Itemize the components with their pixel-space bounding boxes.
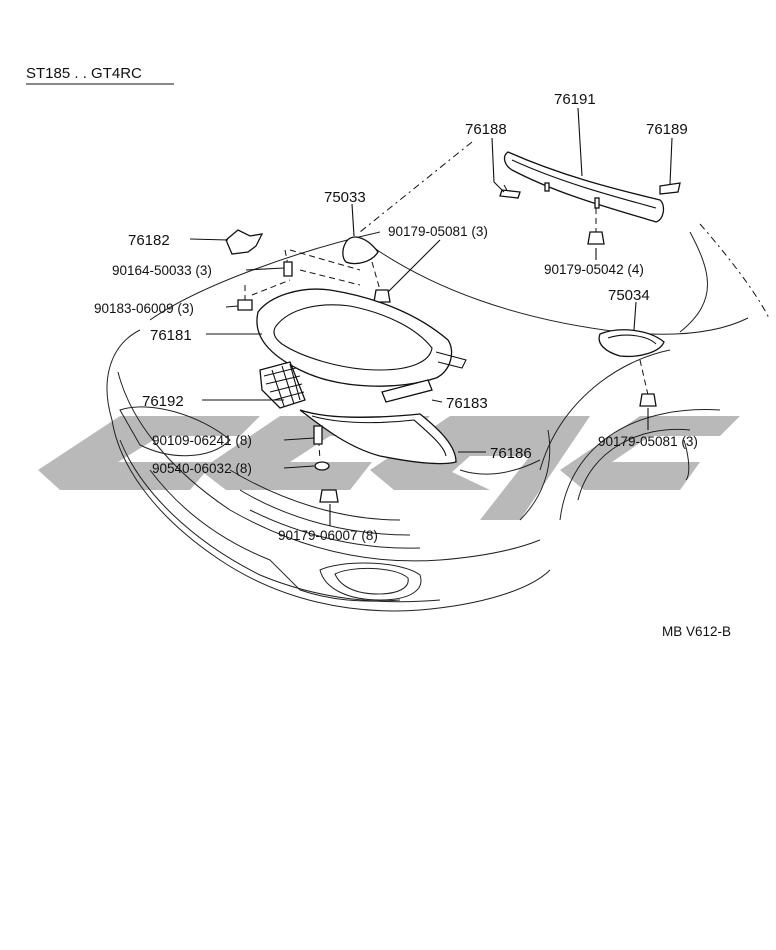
watermark-shape-4 (560, 416, 740, 490)
part-90109-06241-shape (313, 425, 323, 445)
label-76182: 76182 (128, 232, 170, 249)
bumper-inner (117, 371, 541, 562)
part-labels: 76191 76188 76189 75033 90179-05081 (3) … (94, 91, 698, 543)
guide-line-10 (503, 184, 509, 193)
label-76189: 76189 (646, 121, 688, 138)
part-90540-06032-shape (314, 461, 330, 471)
label-90179-05081-b: 90179-05081 (3) (598, 434, 698, 449)
leader-90109-06241 (283, 437, 315, 441)
hood-front-curve (459, 459, 541, 475)
page-title: ST185 . . GT4RC (26, 65, 142, 82)
parts-drawings (225, 151, 681, 503)
guide-line-9 (371, 261, 381, 291)
part-75033-shape (342, 236, 379, 265)
part-90179-05081-nut-lower (639, 393, 657, 407)
right-wheel-arch (559, 409, 721, 521)
part-76182-shape (225, 229, 264, 255)
fog-light-inner (334, 567, 409, 595)
label-90179-05081-a: 90179-05081 (3) (388, 224, 488, 239)
part-76181-inner (273, 304, 433, 371)
windshield-line (359, 141, 473, 233)
part-76181-shape (256, 288, 453, 387)
diagram-code: MB V612-B (662, 624, 731, 639)
part-76186-shape (299, 409, 457, 465)
guide-line-2 (289, 249, 361, 271)
part-76192-shape (259, 361, 306, 409)
leader-76189 (669, 137, 673, 185)
part-76191-clip-1 (544, 182, 550, 192)
part-76183-shape (381, 379, 433, 403)
leader-76183 (431, 399, 443, 403)
part-90179-05042-shape (587, 231, 605, 245)
hood-right-curve (519, 429, 551, 521)
guide-line-3 (299, 269, 361, 286)
part-90164-50033-shape (283, 261, 293, 277)
label-76191: 76191 (554, 91, 596, 108)
label-90540-06032: 90540-06032 (8) (152, 461, 252, 476)
part-76191-clip-2 (594, 197, 600, 209)
grille-rib-3 (249, 509, 421, 549)
part-76186-inner (311, 415, 447, 457)
right-side-line (539, 349, 671, 471)
bumper-outer (106, 329, 551, 612)
headlight-outline (119, 406, 231, 457)
guide-line-7 (639, 359, 649, 396)
leader-90164-50033 (245, 267, 285, 271)
leader-76188 (491, 137, 505, 193)
windshield-line-2 (699, 223, 771, 321)
label-90179-06007: 90179-06007 (8) (278, 528, 378, 543)
fog-light-opening (319, 562, 422, 601)
part-76181-flange (435, 351, 467, 369)
wheel-arch-dash (683, 439, 690, 481)
leader-lines (189, 107, 673, 526)
label-90109-06241: 90109-06241 (8) (152, 433, 252, 448)
label-76186: 76186 (490, 445, 532, 462)
leader-75034 (633, 301, 637, 331)
label-90179-05042: 90179-05042 (4) (544, 262, 644, 277)
bumper-lip (149, 469, 401, 602)
car-body-outline (106, 141, 771, 612)
grille-rib-2 (239, 489, 411, 536)
leader-75033 (351, 203, 355, 237)
part-76191-inner (511, 159, 657, 209)
leader-90183-06009 (225, 305, 239, 308)
grille-rib-1 (229, 469, 401, 521)
guide-line-5 (251, 279, 291, 296)
leader-90179-05081-a (387, 239, 441, 293)
part-90179-05081-nut-upper (373, 289, 391, 303)
right-wheel-arch-inner (577, 428, 691, 501)
leader-76182 (189, 238, 229, 241)
hood-crease-line (359, 237, 749, 335)
leader-76191 (577, 107, 583, 177)
label-75034: 75034 (608, 287, 650, 304)
part-76188-shape (499, 189, 521, 199)
part-90183-06009-shape (237, 299, 253, 311)
label-90164-50033: 90164-50033 (3) (112, 263, 212, 278)
right-fender (679, 231, 708, 333)
part-90179-06007-shape (319, 489, 339, 503)
label-76183: 76183 (446, 395, 488, 412)
label-75033: 75033 (324, 189, 366, 206)
part-76189-shape (659, 182, 681, 195)
leader-90540-06032 (283, 465, 315, 469)
label-76192: 76192 (142, 393, 184, 410)
part-75034-inner (607, 334, 657, 345)
label-90183-06009: 90183-06009 (3) (94, 301, 194, 316)
label-76181: 76181 (150, 327, 192, 344)
label-76188: 76188 (465, 121, 507, 138)
